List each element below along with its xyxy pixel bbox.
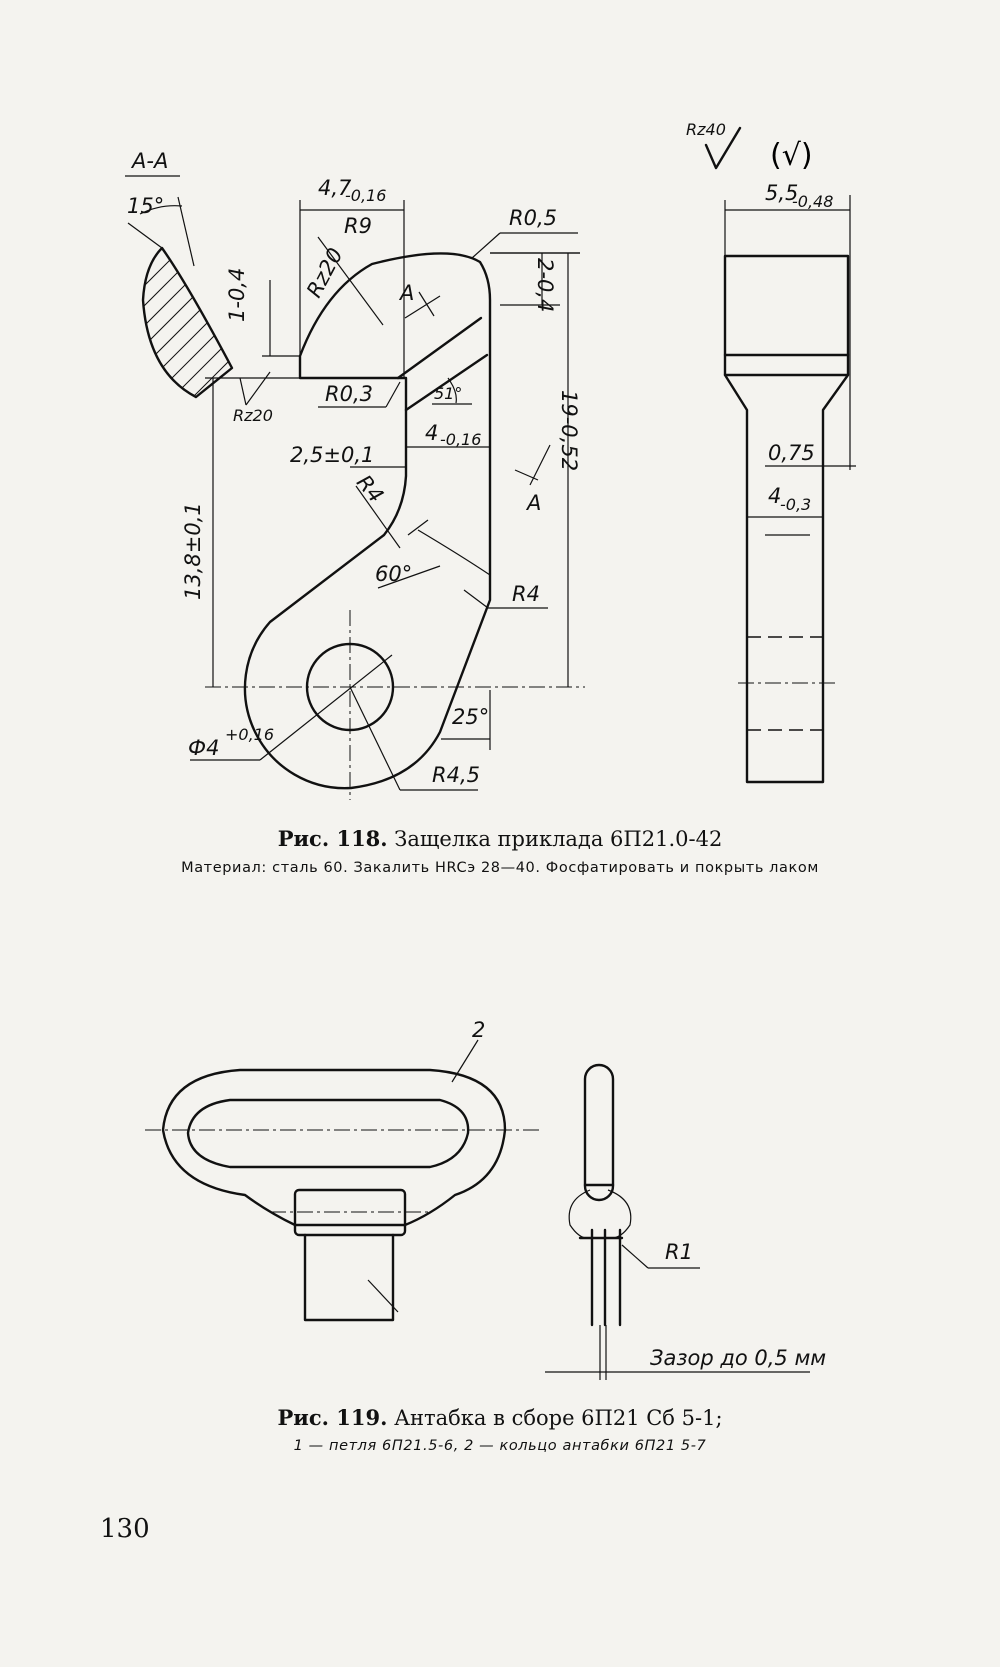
slot-lower-edge — [404, 353, 489, 412]
figure-119-title: Антабка в сборе 6П21 Сб 5-1; — [394, 1406, 723, 1430]
latch-side-view: Rz40 (√) 5,5 -0,48 0,75 4 -0,3 — [686, 120, 856, 784]
dim-phi4-tol: +0,16 — [225, 725, 274, 744]
roughness-rz20-left: Rz20 — [233, 406, 273, 425]
figure-118-material: Материал: сталь 60. Закалить HRCэ 28—40.… — [181, 860, 819, 876]
dim-r0-5: R0,5 — [509, 206, 557, 230]
dim-r9: R9 — [344, 214, 372, 238]
dim-r4-5: R4,5 — [432, 763, 480, 787]
label-2: 2 — [472, 1018, 485, 1042]
dim-width-4: 4 — [425, 421, 438, 445]
latch-main-view: 4,7 -0,16 R9 Rz20 R0,5 2-0,4 A 1-0,4 — [181, 176, 585, 800]
section-outline — [141, 246, 234, 399]
side-dim-0-75: 0,75 — [768, 441, 815, 465]
side-dim-5-5-tol: -0,48 — [792, 192, 833, 211]
ring-inner — [186, 1098, 470, 1169]
section-label: А-А — [130, 149, 168, 173]
dim-width-4-7-tol: -0,16 — [345, 186, 386, 205]
roughness-paren: (√) — [770, 138, 813, 173]
dim-phi4: Ф4 — [188, 736, 219, 760]
dim-h-1: 1-0,4 — [225, 268, 249, 322]
figure-118-caption: Рис. 118. Защелка приклада 6П21.0-42 — [0, 826, 1000, 851]
side-dim-5-5: 5,5 — [765, 181, 798, 205]
roughness-rz40: Rz40 — [686, 120, 726, 139]
dim-width-2-5: 2,5±0,1 — [290, 443, 374, 467]
angle-arc — [139, 205, 183, 215]
side-dim-4: 4 — [768, 484, 781, 508]
label-r1: R1 — [665, 1240, 693, 1264]
dim-h-2: 2-0,4 — [533, 258, 557, 312]
roughness-symbol — [704, 126, 742, 170]
dim-r4-inner: R4 — [352, 470, 388, 507]
dim-r0-3: R0,3 — [325, 382, 373, 406]
dim-h-13-8: 13,8±0,1 — [181, 502, 205, 600]
dim-angle-60: 60° — [375, 562, 412, 586]
dim-angle-15: 15° — [127, 194, 164, 218]
side-dim-4-tol: -0,3 — [780, 495, 811, 514]
dim-h-19: 19-0,52 — [557, 390, 581, 471]
loop-tail — [303, 1233, 395, 1322]
section-a-upper: A — [398, 281, 414, 305]
slot-upper-edge — [396, 316, 483, 380]
ring-outer — [161, 1068, 507, 1227]
dim-angle-25: 25° — [452, 705, 489, 729]
dim-angle-51: 51° — [434, 384, 462, 403]
figure-118-number: Рис. 118. — [277, 826, 388, 851]
figure-119-drawing: 2 R1 Зазор до 0,5 мм — [145, 1018, 826, 1380]
section-a-lower: A — [525, 491, 541, 515]
figure-119-number: Рис. 119. — [277, 1405, 388, 1430]
dim-width-4-tol: -0,16 — [440, 430, 481, 449]
dim-r4-outer: R4 — [512, 582, 540, 606]
page-number: 130 — [100, 1514, 150, 1544]
dim-width-4-7: 4,7 — [318, 176, 352, 200]
figure-119-caption: Рис. 119. Антабка в сборе 6П21 Сб 5-1; — [0, 1405, 1000, 1430]
ring-side — [583, 1063, 615, 1202]
figure-118-title: Защелка приклада 6П21.0-42 — [394, 827, 723, 851]
latch-outline — [243, 252, 492, 790]
side-outline — [723, 254, 850, 784]
figure-119-legend: 1 — петля 6П21.5-6, 2 — кольцо антабки 6… — [293, 1438, 707, 1454]
label-gap: Зазор до 0,5 мм — [650, 1346, 826, 1370]
dim-rz20-top: Rz20 — [302, 244, 348, 301]
